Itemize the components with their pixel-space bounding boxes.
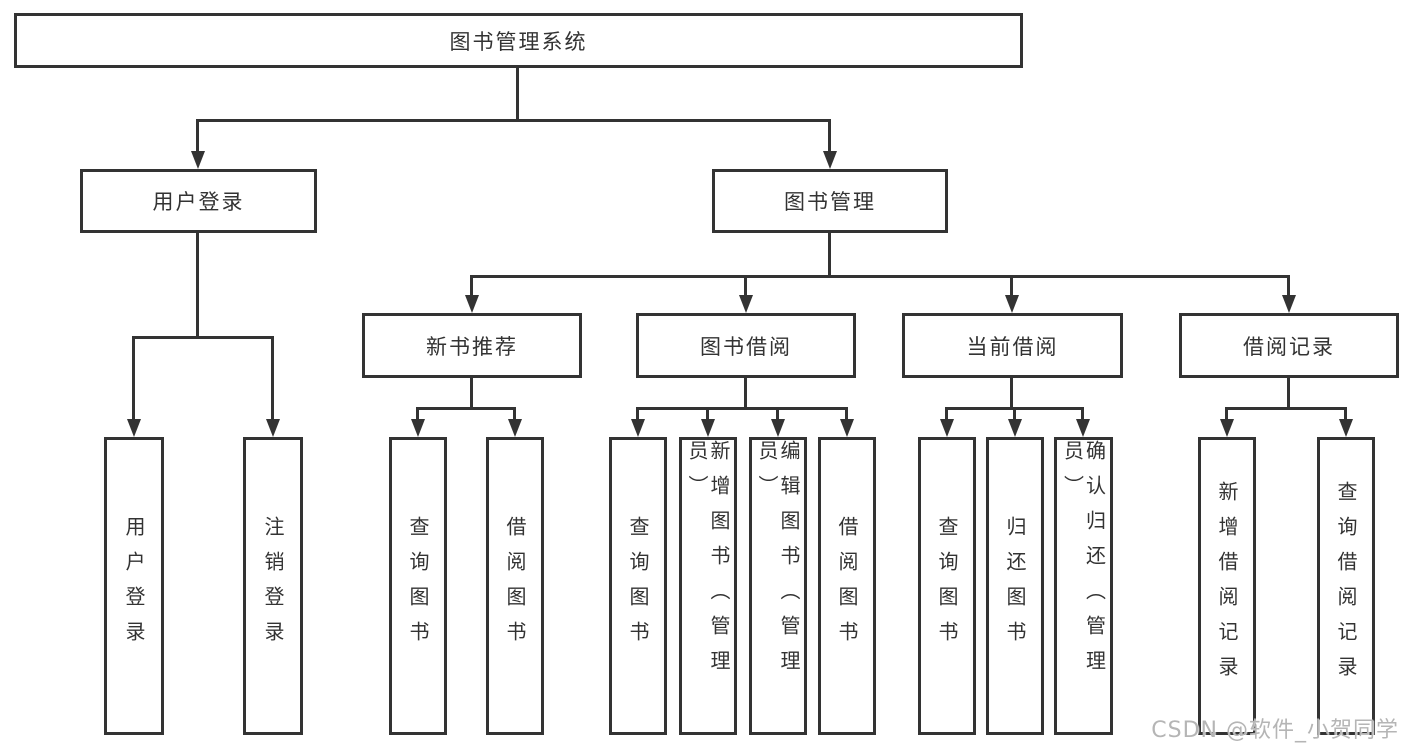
connector-drop-bb2 [706,407,709,423]
connector-drop-nb2 [513,407,516,423]
connector-drop-cb1 [945,407,948,423]
connector-root-bus [197,119,831,122]
leaf-recommend-borrow-books: 借阅图书 [486,437,544,735]
arrowhead-cb2 [1008,419,1022,437]
arrowhead-book-borrowing [739,295,753,313]
arrowhead-br1 [1220,419,1234,437]
leaf-borrow-books: 借阅图书 [818,437,876,735]
connector-drop-cb2 [1013,407,1016,423]
connector-new-book-bus [416,407,516,410]
arrowhead-bb1 [631,419,645,437]
arrowhead-logout-leaf [266,419,280,437]
connector-book-borrowing-stub [744,378,747,410]
arrowhead-bb2 [701,419,715,437]
node-library-system: 图书管理系统 [14,13,1023,68]
csdn-watermark: CSDN @软件_小贺同学 [1151,718,1399,743]
connector-drop-logout-leaf [271,336,274,423]
leaf-logout: 注销登录 [243,437,303,735]
arrowhead-cb3 [1076,419,1090,437]
connector-drop-book-management [828,119,831,155]
arrowhead-user-login [191,151,205,169]
leaf-add-borrow-record: 新增借阅记录 [1198,437,1256,735]
connector-drop-borrowing-records [1287,275,1290,299]
connector-book-management-bus [470,275,1290,278]
node-borrowing-records: 借阅记录 [1179,313,1399,378]
arrowhead-nb1 [411,419,425,437]
connector-book-management-stub [828,233,831,278]
connector-drop-login-leaf [132,336,135,423]
connector-drop-current-borrowing [1010,275,1013,299]
arrowhead-book-management [823,151,837,169]
connector-current-borrowing-stub [1010,378,1013,410]
connector-drop-user-login [196,119,199,155]
node-new-book-recommendation: 新书推荐 [362,313,582,378]
connector-drop-new-book [470,275,473,299]
connector-user-login-stub [196,233,199,339]
leaf-user-login: 用户登录 [104,437,164,735]
node-book-borrowing: 图书借阅 [636,313,856,378]
connector-drop-cb3 [1081,407,1084,423]
leaf-add-books-admin: 新增图书（管理员） [679,437,737,735]
connector-drop-book-borrowing [744,275,747,299]
arrowhead-bb4 [840,419,854,437]
connector-drop-br1 [1225,407,1228,423]
node-current-borrowing: 当前借阅 [902,313,1123,378]
arrowhead-current-borrowing [1005,295,1019,313]
leaf-confirm-return-admin: 确认归还（管理员） [1054,437,1113,735]
arrowhead-borrowing-records [1282,295,1296,313]
connector-borrowing-records-stub [1287,378,1290,410]
leaf-recommend-query-books: 查询图书 [389,437,447,735]
connector-user-login-bus [132,336,274,339]
arrowhead-br2 [1339,419,1353,437]
connector-drop-bb1 [636,407,639,423]
arrowhead-cb1 [940,419,954,437]
node-book-management: 图书管理 [712,169,948,233]
leaf-edit-books-admin: 编辑图书（管理员） [749,437,807,735]
arrowhead-login-leaf [127,419,141,437]
connector-book-borrowing-bus [636,407,848,410]
leaf-borrow-query-books: 查询图书 [609,437,667,735]
node-user-login: 用户登录 [80,169,317,233]
arrowhead-nb2 [508,419,522,437]
connector-drop-bb3 [776,407,779,423]
connector-borrowing-records-bus [1225,407,1347,410]
leaf-query-borrow-record: 查询借阅记录 [1317,437,1375,735]
leaf-return-books: 归还图书 [986,437,1044,735]
connector-root-stub [516,67,519,122]
connector-new-book-stub [470,378,473,410]
connector-drop-br2 [1344,407,1347,423]
arrowhead-bb3 [771,419,785,437]
connector-drop-bb4 [845,407,848,423]
leaf-current-query-books: 查询图书 [918,437,976,735]
arrowhead-new-book [465,295,479,313]
connector-drop-nb1 [416,407,419,423]
